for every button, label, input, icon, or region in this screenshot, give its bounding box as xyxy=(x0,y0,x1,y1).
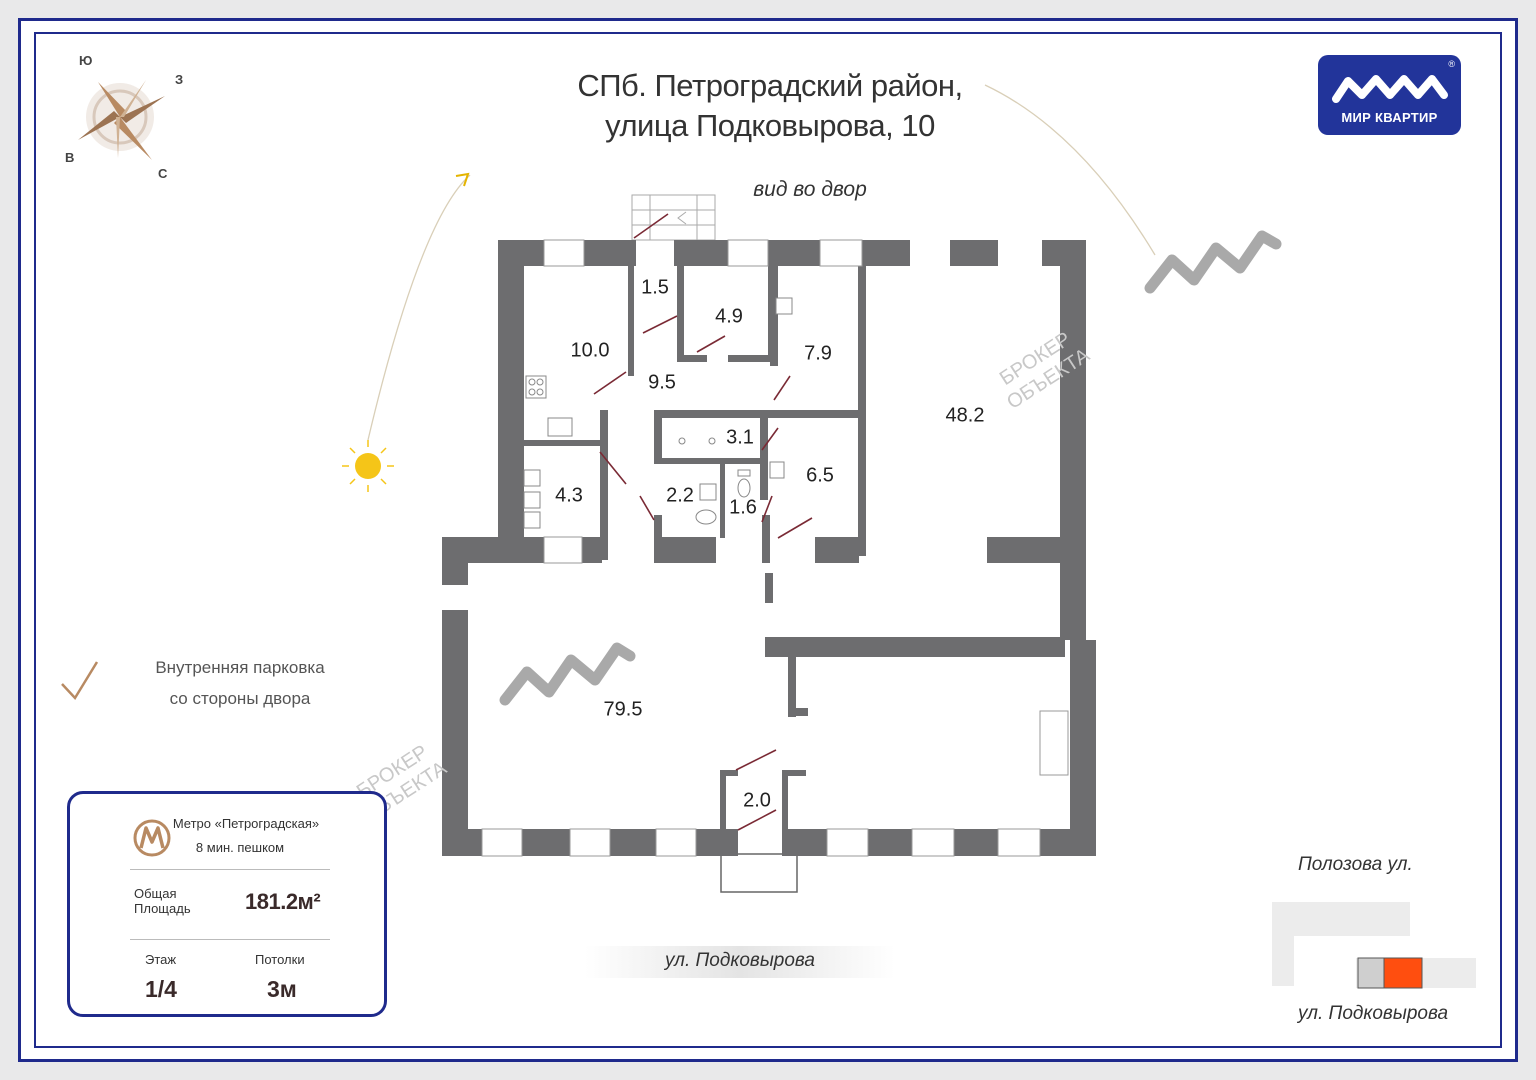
metro-walk: 8 мин. пешком xyxy=(195,840,285,855)
compass-east: В xyxy=(65,150,75,165)
metro-name: Метро «Петроградская» xyxy=(172,816,320,831)
room-area: 4.9 xyxy=(715,305,743,328)
compass-south: Ю xyxy=(79,53,93,68)
room-area: 2.0 xyxy=(743,789,771,812)
room-area: 3.1 xyxy=(726,426,754,449)
watermark-logo-icon xyxy=(499,230,1282,706)
room-area: 9.5 xyxy=(648,371,676,394)
area-label: Общая Площадь xyxy=(134,886,191,916)
brand-logo: ® МИР КВАРТИР xyxy=(1318,55,1461,135)
metro-icon xyxy=(133,819,171,857)
parking-note: Внутренняя парковка со стороны двора xyxy=(155,658,325,708)
registered-mark: ® xyxy=(1448,59,1455,69)
info-card: Метро «Петроградская» 8 мин. пешком Обща… xyxy=(67,791,387,1017)
room-area: 1.6 xyxy=(729,496,757,519)
room-area: 1.5 xyxy=(641,276,669,299)
logo-mark-icon xyxy=(1332,75,1448,103)
compass-west: З xyxy=(175,72,184,87)
map-street-bottom: ул. Подковырова xyxy=(1298,1003,1449,1024)
title-line-2: улица Подковырова, 10 xyxy=(605,108,935,143)
compass-north: С xyxy=(158,166,168,181)
street-bottom: ул. Подковырова xyxy=(585,946,895,978)
divider xyxy=(130,869,330,870)
room-area: 2.2 xyxy=(666,484,694,507)
room-area: 6.5 xyxy=(806,464,834,487)
floor-label: Этаж xyxy=(145,952,177,967)
page-title: СПб. Петроградский район, улица Подковыр… xyxy=(470,66,1070,146)
logo-text: МИР КВАРТИР xyxy=(1341,110,1438,125)
floor-value: 1/4 xyxy=(145,976,177,1002)
divider xyxy=(130,939,330,940)
view-label: вид во двор xyxy=(753,178,867,201)
room-area: 4.3 xyxy=(555,484,583,507)
ceiling-label: Потолки xyxy=(255,952,305,967)
ceiling-value: 3м xyxy=(267,976,297,1002)
room-area: 48.2 xyxy=(945,404,985,427)
title-line-1: СПб. Петроградский район, xyxy=(577,68,963,103)
room-area: 10.0 xyxy=(570,339,610,362)
area-value: 181.2м² xyxy=(245,889,321,914)
room-area: 79.5 xyxy=(603,698,643,721)
sun-icon xyxy=(342,440,394,492)
room-area: 7.9 xyxy=(804,342,832,365)
inner-frame xyxy=(34,32,1502,1048)
map-street-top: Полозова ул. xyxy=(1298,854,1413,875)
